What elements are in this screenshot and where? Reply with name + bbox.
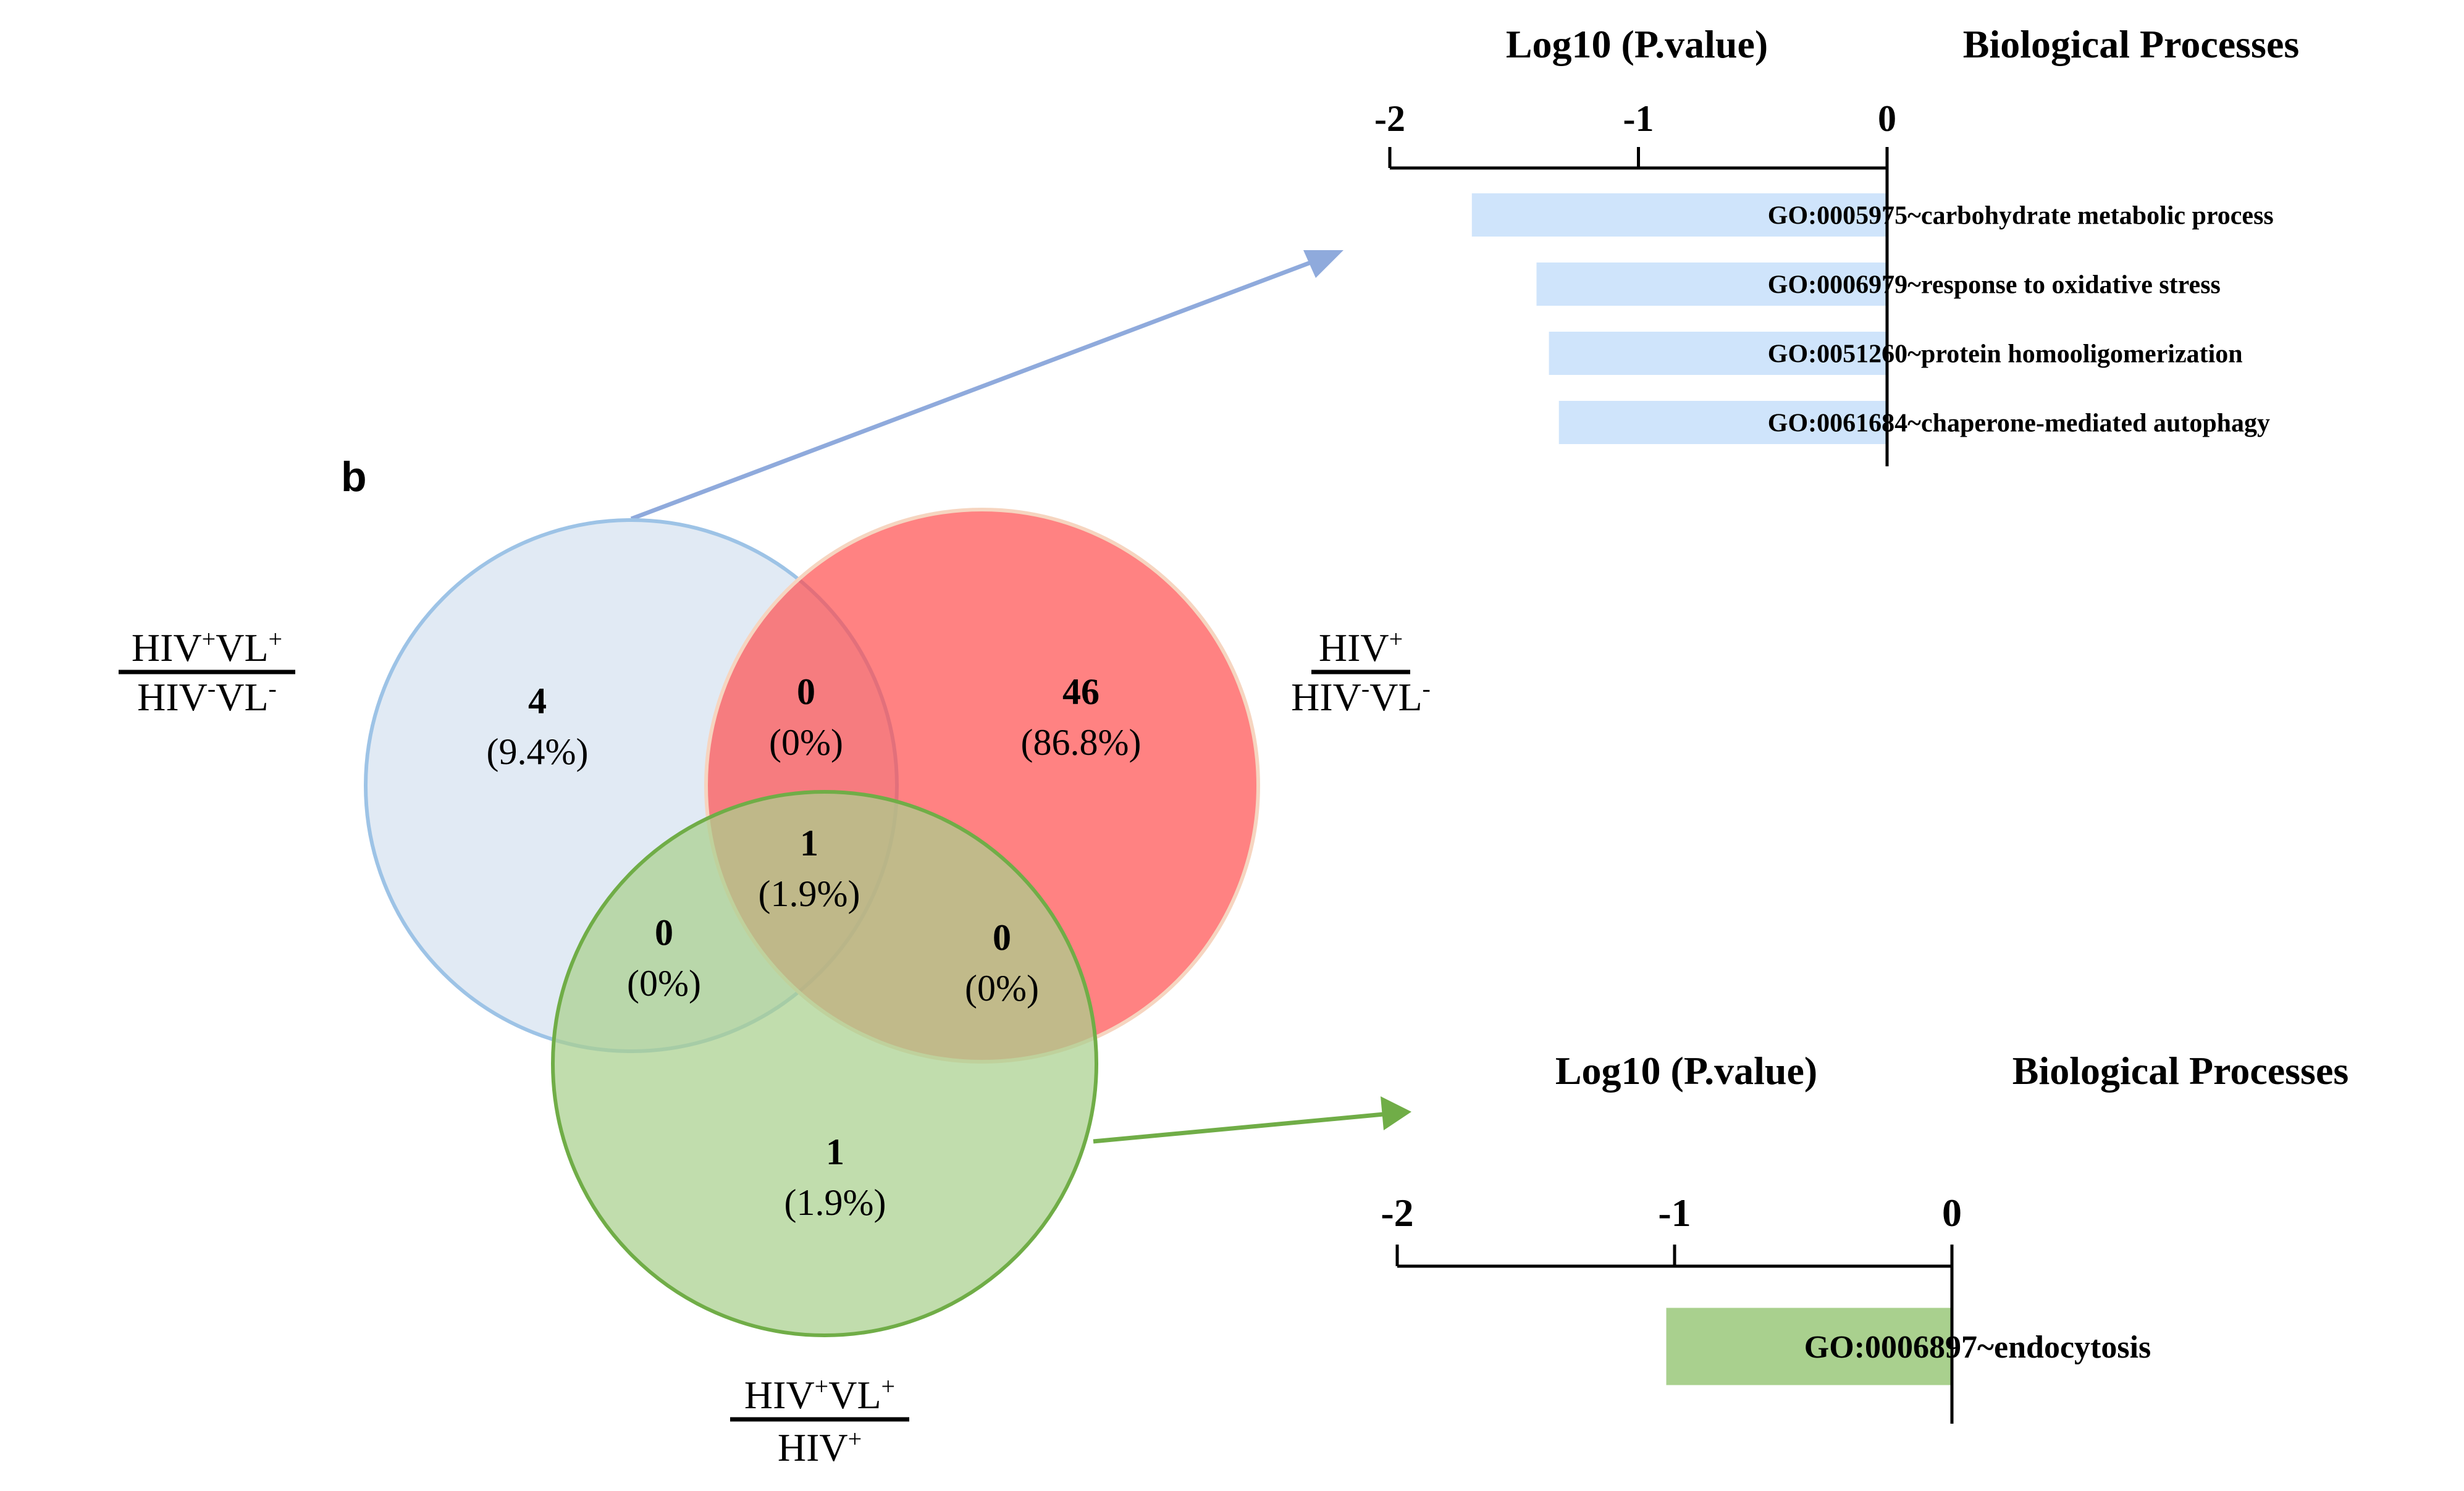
x-tick-label: -1 bbox=[1623, 98, 1654, 139]
set-label-b-numerator: HIV+ bbox=[1319, 625, 1403, 670]
bar-3 bbox=[1549, 332, 1887, 375]
venn-count-a-only: 4 bbox=[528, 681, 547, 721]
venn-percent-abc: (1.9%) bbox=[759, 873, 860, 914]
panel-label: b bbox=[341, 453, 367, 500]
arrow-to-bottom-chart bbox=[1093, 1112, 1384, 1144]
go-bar-chart-top: Log10 (P.value) Biological Processes -2 -1 0… bbox=[1374, 22, 2299, 466]
x-tick-label: 0 bbox=[1942, 1191, 1962, 1235]
venn-count-c-only: 1 bbox=[826, 1132, 844, 1172]
chart-title: Log10 (P.value) bbox=[1506, 22, 1768, 66]
x-tick-label: -1 bbox=[1658, 1191, 1691, 1235]
arrow-top-head bbox=[1303, 250, 1343, 278]
set-label-a-denominator: HIV-VL- bbox=[137, 674, 277, 720]
set-label-a-numerator: HIV+VL+ bbox=[132, 625, 282, 670]
category-label: GO:0061684~chaperone-mediated autophagy bbox=[1768, 410, 2270, 438]
venn-circle-hivvl-vs-hiv bbox=[551, 790, 1098, 1337]
set-label-b: HIV+ HIV-VL- bbox=[1291, 625, 1431, 720]
bar-2 bbox=[1536, 262, 1887, 306]
bar-1 bbox=[1471, 193, 1887, 237]
venn-count-ac: 0 bbox=[655, 912, 673, 953]
x-tick-label: -2 bbox=[1381, 1191, 1413, 1235]
arrow-to-top-chart bbox=[630, 257, 1320, 521]
venn-count-bc: 0 bbox=[993, 917, 1011, 958]
arrow-bottom-head bbox=[1381, 1096, 1411, 1130]
set-label-a: HIV+VL+ HIV-VL- bbox=[119, 625, 295, 720]
venn-percent-c-only: (1.9%) bbox=[784, 1182, 886, 1223]
venn-diagram: 4 (9.4%) 0 (0%) 46 (86.8%) 1 (1.9%) 0 (0… bbox=[364, 508, 1260, 1337]
category-label: GO:0006979~response to oxidative stress bbox=[1768, 271, 2221, 300]
category-label: GO:0051260~protein homooligomerization bbox=[1768, 340, 2243, 369]
category-header: Biological Processes bbox=[2012, 1049, 2349, 1093]
venn-percent-a-only: (9.4%) bbox=[487, 731, 589, 772]
x-tick-label: -2 bbox=[1374, 98, 1405, 139]
category-label: GO:0005975~carbohydrate metabolic proces… bbox=[1768, 202, 2274, 230]
venn-count-abc: 1 bbox=[800, 823, 818, 863]
chart-title: Log10 (P.value) bbox=[1555, 1049, 1817, 1093]
venn-percent-b-only: (86.8%) bbox=[1021, 722, 1142, 763]
category-header: Biological Processes bbox=[1963, 22, 2300, 66]
set-label-c: HIV+VL+ HIV+ bbox=[730, 1372, 909, 1470]
arrows bbox=[630, 250, 1411, 1144]
venn-percent-bc: (0%) bbox=[965, 968, 1039, 1009]
bar-4 bbox=[1558, 401, 1887, 444]
venn-count-b-only: 46 bbox=[1062, 671, 1100, 712]
go-bar-chart-bottom: Log10 (P.value) Biological Processes -2 -1 0… bbox=[1381, 1049, 2348, 1424]
set-label-c-denominator: HIV+ bbox=[778, 1425, 862, 1470]
venn-count-ab: 0 bbox=[797, 671, 815, 712]
x-tick-label: 0 bbox=[1878, 98, 1896, 139]
category-label: GO:0006897~endocytosis bbox=[1804, 1330, 2151, 1365]
set-label-b-denominator: HIV-VL- bbox=[1291, 674, 1431, 720]
venn-percent-ac: (0%) bbox=[627, 963, 701, 1004]
bar-1 bbox=[1666, 1308, 1952, 1385]
set-label-c-numerator: HIV+VL+ bbox=[744, 1372, 895, 1418]
venn-percent-ab: (0%) bbox=[769, 722, 843, 763]
